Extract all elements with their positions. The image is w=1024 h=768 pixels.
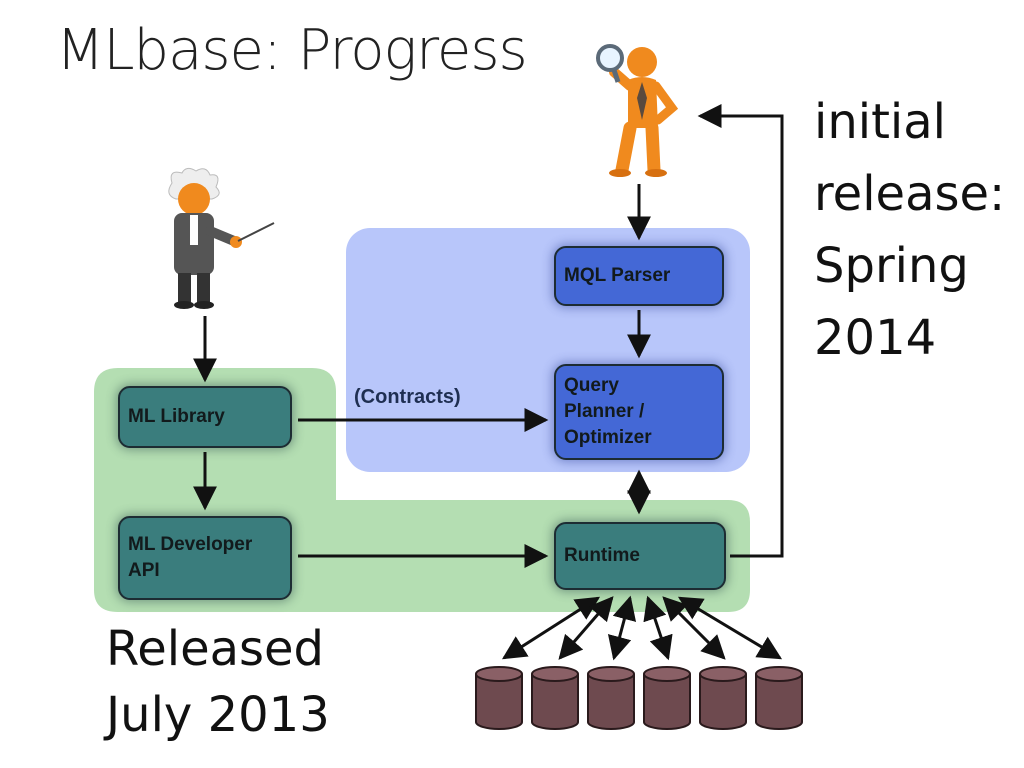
query-planner-node: Query Planner / Optimizer	[554, 364, 724, 460]
ml-library-label: ML Library	[128, 406, 225, 427]
arrow-runtime-to-user	[697, 104, 784, 558]
contracts-edge-label: (Contracts)	[354, 386, 461, 408]
left-release-note: Released July 2013	[106, 616, 330, 748]
right-note-line3: Spring	[814, 238, 969, 294]
database-icon	[755, 666, 803, 730]
slide-title: MLbase: Progress	[56, 18, 528, 83]
runtime-node: Runtime	[554, 522, 726, 590]
right-note-line1: initial	[814, 94, 946, 150]
query-planner-label-line2: Planner /	[564, 401, 645, 422]
left-note-line2: July 2013	[106, 687, 330, 743]
ml-developer-api-label-line2: API	[128, 560, 160, 581]
magnifier-person-icon	[596, 44, 679, 177]
runtime-data-arrows	[501, 595, 783, 661]
ml-developer-api-label-line1: ML Developer	[128, 534, 253, 555]
database-icon	[699, 666, 747, 730]
ml-library-node: ML Library	[118, 386, 292, 448]
mql-parser-node: MQL Parser	[554, 246, 724, 306]
database-icon	[643, 666, 691, 730]
query-planner-label-line3: Optimizer	[564, 427, 652, 448]
database-icon	[475, 666, 523, 730]
database-icon	[531, 666, 579, 730]
query-planner-label-line1: Query	[564, 375, 619, 396]
right-note-line4: 2014	[814, 310, 937, 366]
mql-parser-label: MQL Parser	[564, 265, 671, 286]
right-note-line2: release:	[814, 166, 1006, 222]
ml-developer-api-node: ML Developer API	[118, 516, 292, 600]
left-note-line1: Released	[106, 621, 325, 677]
database-icon	[587, 666, 635, 730]
right-release-note: initial release: Spring 2014	[814, 86, 1005, 374]
scientist-icon	[168, 167, 275, 309]
runtime-label: Runtime	[564, 545, 640, 566]
